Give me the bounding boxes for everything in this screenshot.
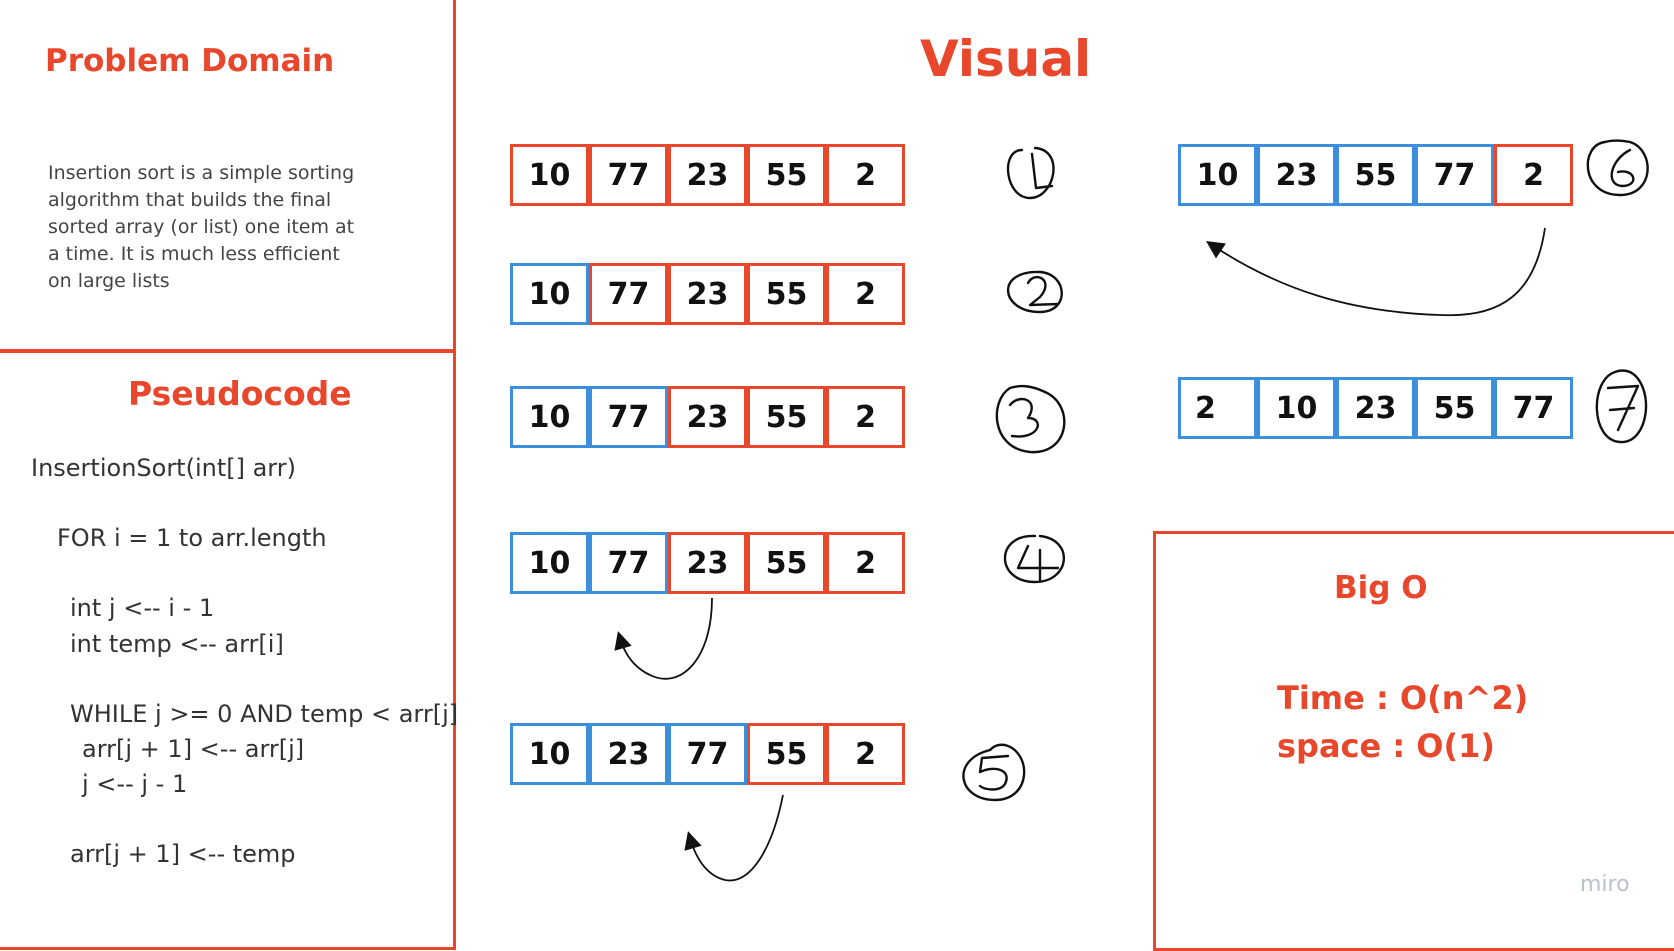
array-cell: 55 bbox=[1336, 144, 1415, 206]
array-cell: 77 bbox=[589, 532, 668, 594]
array-cell: 10 bbox=[510, 263, 589, 325]
step-label-circle bbox=[1595, 369, 1648, 444]
array-cell: 77 bbox=[589, 263, 668, 325]
code-line: j <-- j - 1 bbox=[82, 770, 188, 798]
array-cell: 55 bbox=[747, 532, 826, 594]
array-cell: 10 bbox=[510, 532, 589, 594]
step-label-circle bbox=[1003, 534, 1066, 584]
array-step-1: 10 77 23 55 2 bbox=[510, 144, 905, 206]
step-label-7-glyph bbox=[1606, 384, 1640, 432]
array-cell: 55 bbox=[747, 144, 826, 206]
array-cell: 23 bbox=[589, 723, 668, 785]
step-label-5-glyph bbox=[978, 754, 1010, 791]
array-step-7: 2 10 23 55 77 bbox=[1178, 377, 1573, 439]
swap-arrow bbox=[684, 794, 784, 882]
swap-arrow bbox=[1205, 227, 1546, 317]
problem-domain-title: Problem Domain bbox=[45, 43, 335, 79]
time-complexity: Time : O(n^2) bbox=[1277, 679, 1529, 717]
step-label-circle bbox=[1006, 270, 1063, 314]
big-o-title: Big O bbox=[1334, 570, 1428, 606]
step-label-circle bbox=[1586, 139, 1649, 197]
space-complexity: space : O(1) bbox=[1277, 727, 1496, 765]
array-cell: 2 bbox=[1494, 144, 1573, 206]
step-label-circle bbox=[962, 743, 1026, 802]
array-cell: 23 bbox=[1257, 144, 1336, 206]
array-cell: 23 bbox=[668, 386, 747, 448]
array-step-3: 10 77 23 55 2 bbox=[510, 386, 905, 448]
code-line: arr[j + 1] <-- temp bbox=[70, 840, 296, 868]
step-label-4-glyph bbox=[1016, 544, 1060, 582]
array-cell: 23 bbox=[668, 532, 747, 594]
array-cell: 10 bbox=[510, 144, 589, 206]
array-cell: 77 bbox=[668, 723, 747, 785]
array-step-6: 10 23 55 77 2 bbox=[1178, 144, 1573, 206]
array-cell: 55 bbox=[747, 386, 826, 448]
step-label-circle bbox=[1006, 146, 1055, 200]
code-line: int j <-- i - 1 bbox=[70, 594, 215, 622]
code-line: InsertionSort(int[] arr) bbox=[31, 454, 296, 482]
array-cell: 23 bbox=[668, 263, 747, 325]
code-line: FOR i = 1 to arr.length bbox=[57, 524, 327, 552]
problem-domain-description: Insertion sort is a simple sorting algor… bbox=[48, 162, 355, 292]
code-line: int temp <-- arr[i] bbox=[70, 630, 284, 658]
array-cell: 55 bbox=[747, 263, 826, 325]
step-label-1-glyph bbox=[1030, 152, 1054, 190]
step-label-2-glyph bbox=[1026, 276, 1060, 307]
array-cell: 2 bbox=[826, 263, 905, 325]
array-step-4: 10 77 23 55 2 bbox=[510, 532, 905, 594]
array-cell: 2 bbox=[826, 386, 905, 448]
array-step-2: 10 77 23 55 2 bbox=[510, 263, 905, 325]
array-cell: 10 bbox=[510, 386, 589, 448]
array-cell: 10 bbox=[510, 723, 589, 785]
array-cell: 10 bbox=[1257, 377, 1336, 439]
code-line: arr[j + 1] <-- arr[j] bbox=[82, 735, 305, 763]
step-label-circle bbox=[995, 384, 1066, 454]
array-cell: 77 bbox=[589, 144, 668, 206]
pseudocode-title: Pseudocode bbox=[128, 374, 352, 413]
array-cell: 55 bbox=[1415, 377, 1494, 439]
array-cell: 10 bbox=[1178, 144, 1257, 206]
array-cell: 2 bbox=[826, 532, 905, 594]
code-line: WHILE j >= 0 AND temp < arr[j] bbox=[70, 700, 459, 728]
visual-title: Visual bbox=[920, 30, 1092, 88]
array-cell: 23 bbox=[1336, 377, 1415, 439]
array-cell: 55 bbox=[747, 723, 826, 785]
swap-arrow bbox=[614, 597, 713, 680]
array-step-5: 10 23 77 55 2 bbox=[510, 723, 905, 785]
array-cell: 23 bbox=[668, 144, 747, 206]
array-cell: 2 bbox=[826, 144, 905, 206]
array-cell: 77 bbox=[1494, 377, 1573, 439]
step-label-3-glyph bbox=[1008, 397, 1039, 438]
array-cell: 2 bbox=[1178, 377, 1257, 439]
array-cell: 77 bbox=[589, 386, 668, 448]
array-cell: 2 bbox=[826, 723, 905, 785]
step-label-6-glyph bbox=[1610, 148, 1635, 188]
array-cell: 77 bbox=[1415, 144, 1494, 206]
miro-watermark: miro bbox=[1580, 872, 1630, 897]
